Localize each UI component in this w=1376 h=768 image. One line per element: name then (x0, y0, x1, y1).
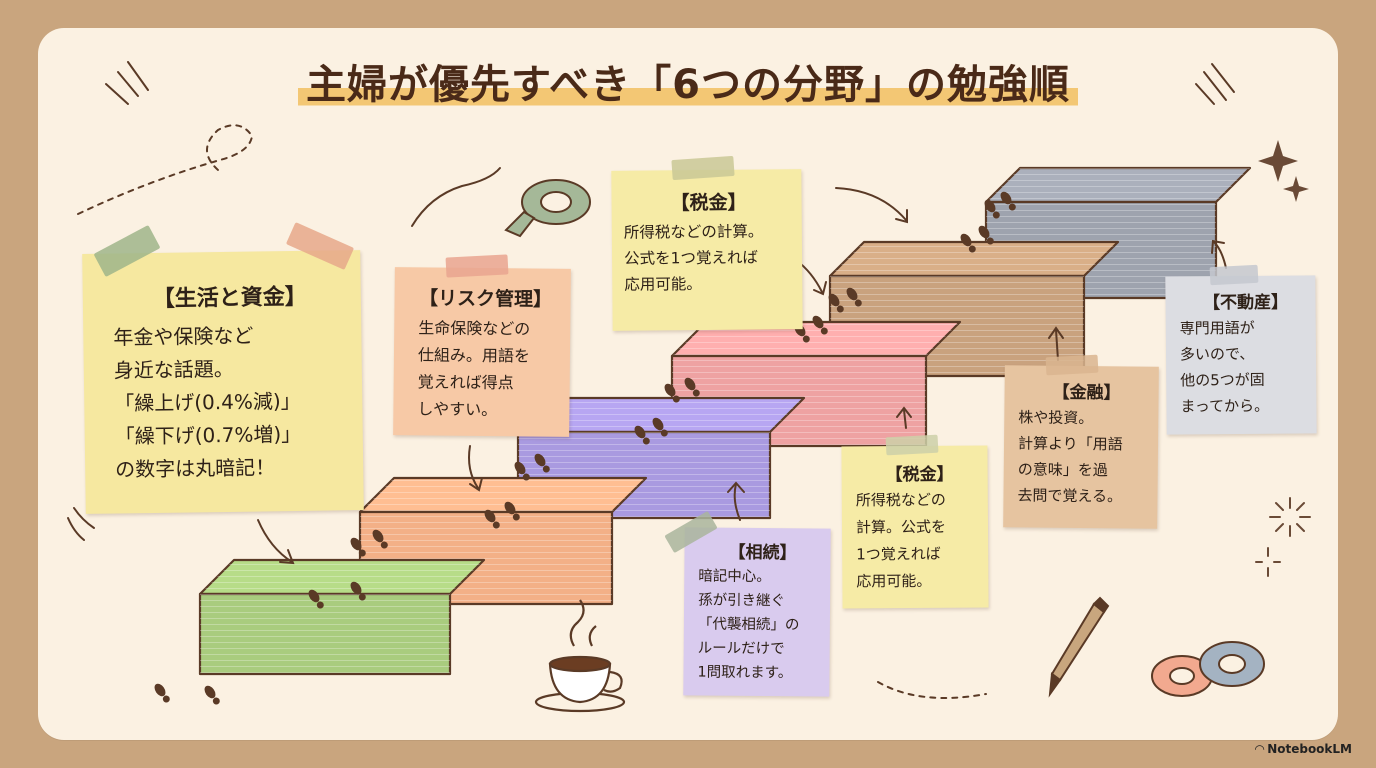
footprint-icon (372, 529, 388, 549)
note-life: 【生活と資金】 年金や保険など 身近な話題。 「繰上げ(0.4%減)」 「繰下げ… (82, 250, 364, 514)
note-risk: 【リスク管理】 生命保険などの 仕組み。用語を 覚えれば得点 しやすい。 (393, 267, 571, 437)
footprint-icon (984, 199, 1000, 219)
footprint-icon (1000, 191, 1016, 211)
tape-roll-icon (504, 179, 591, 238)
arrow-taxmid-head (896, 406, 912, 418)
footprint-icon (652, 417, 668, 437)
arrow-inherit-head (727, 481, 745, 493)
footprint-icon (664, 383, 680, 403)
page-title: 主婦が優先すべき「6つの分野」の勉強順 (297, 52, 1079, 110)
note-tax-mid-heading: 【税金】 (885, 464, 954, 486)
washi-tape (1209, 264, 1259, 286)
stair-texture (986, 168, 1250, 202)
footprint-icon (812, 315, 828, 335)
note-tax-mid: 【税金】 所得税などの 計算。公式を 1つ覚えれば 応用可能。 (841, 445, 989, 609)
note-inheritance-heading: 【相続】 (728, 542, 797, 564)
footprint-icons (154, 191, 1016, 705)
footprint-icon (534, 453, 550, 473)
footprint-icon (350, 537, 366, 557)
motion-lines-right (1195, 63, 1235, 105)
title-wrap: 主婦が優先すべき「6つの分野」の勉強順 (0, 52, 1376, 110)
note-finance-heading: 【金融】 (1052, 382, 1121, 404)
arrow-life-head (279, 549, 295, 565)
sparkle-icons (1258, 140, 1309, 202)
footprint-icon (350, 581, 366, 601)
footprint-icon (828, 293, 844, 313)
stair-texture (200, 560, 484, 594)
arrow-risk-to-step (468, 445, 479, 489)
note-finance: 【金融】 株や投資。 計算より「用語 の意味」を過 去問で覚える。 (1003, 365, 1159, 529)
dashed-swirl (77, 124, 254, 215)
note-life-body: 年金や保険など 身近な話題。 「繰上げ(0.4%減)」 「繰下げ(0.7%増)」… (113, 323, 302, 482)
arrow-life-to-step (257, 519, 293, 563)
arrow-risk-head (469, 477, 483, 492)
footprint-icon (846, 287, 862, 307)
note-realestate-body: 専門用語が 多いので、 他の5つが固 まってから。 (1179, 318, 1270, 416)
tape-roll-icon (1151, 641, 1265, 697)
footprint-icon (308, 589, 324, 609)
brand-label: NotebookLM (1267, 742, 1352, 756)
pen-icon (1048, 596, 1110, 698)
stair-texture (518, 398, 804, 432)
dashed-bottom (877, 681, 987, 699)
notebooklm-icon: ◠ (1254, 742, 1265, 756)
stair-texture (200, 594, 450, 674)
note-inheritance-body: 暗記中心。 孫が引き継ぐ 「代襲相続」の ルールだけで 1問取れます。 (697, 568, 800, 682)
footprint-icon (504, 501, 520, 521)
note-tax-top-body: 所得税などの計算。 公式を1つ覚えれば 応用可能。 (623, 222, 764, 294)
footprint-icon (204, 685, 220, 705)
arrow-tax-top-head (813, 281, 827, 296)
arrow-top-curve-head (895, 209, 908, 224)
stair-texture (830, 242, 1118, 276)
stair-texture (672, 322, 960, 356)
stairs-group (198, 166, 1252, 676)
washi-tape (445, 254, 509, 278)
arrow-taxmid (903, 409, 907, 429)
arrow-finance-head (1048, 326, 1064, 339)
note-tax-top: 【税金】 所得税などの計算。 公式を1つ覚えれば 応用可能。 (611, 169, 803, 331)
washi-tape (1045, 354, 1099, 376)
coffee-cup-icon (534, 599, 626, 713)
note-finance-body: 株や投資。 計算より「用語 の意味」を過 去問で覚える。 (1017, 408, 1123, 506)
arrow-finance (1055, 329, 1059, 361)
note-tax-top-heading: 【税金】 (670, 191, 747, 215)
footprint-icon (484, 509, 500, 529)
note-risk-heading: 【リスク管理】 (418, 287, 553, 311)
footprint-icon (684, 377, 700, 397)
stair-texture (360, 478, 646, 512)
arrow-top-curve (835, 187, 907, 221)
burst-icons (1255, 497, 1311, 577)
note-realestate-heading: 【不動産】 (1202, 292, 1289, 314)
note-realestate: 【不動産】 専門用語が 多いので、 他の5つが固 まってから。 (1165, 275, 1317, 435)
stair-step-1 (198, 558, 486, 676)
note-life-heading: 【生活と資金】 (152, 284, 308, 312)
arrow-realestate-head (1211, 239, 1225, 254)
note-inheritance: 【相続】 暗記中心。 孫が引き継ぐ 「代襲相続」の ルールだけで 1問取れます。 (683, 527, 831, 697)
sparkle-icon (1283, 176, 1309, 202)
footprint-icon (978, 225, 994, 245)
arrow-realestate (1213, 241, 1227, 269)
squiggle-line (411, 167, 501, 227)
footprint-icon (634, 425, 650, 445)
brand-logo: ◠NotebookLM (1255, 742, 1352, 756)
footprint-icon (514, 461, 530, 481)
note-risk-body: 生命保険などの 仕組み。用語を 覚えれば得点 しやすい。 (417, 318, 531, 420)
arrow-inherit (733, 483, 741, 521)
washi-tape (885, 434, 939, 456)
sparkle-icon (1258, 140, 1298, 182)
corner-lines (67, 507, 95, 541)
footprint-icon (154, 683, 170, 703)
note-tax-mid-body: 所得税などの 計算。公式を 1つ覚えれば 応用可能。 (855, 490, 947, 591)
footprint-icon (960, 233, 976, 253)
motion-lines-left (105, 61, 149, 105)
